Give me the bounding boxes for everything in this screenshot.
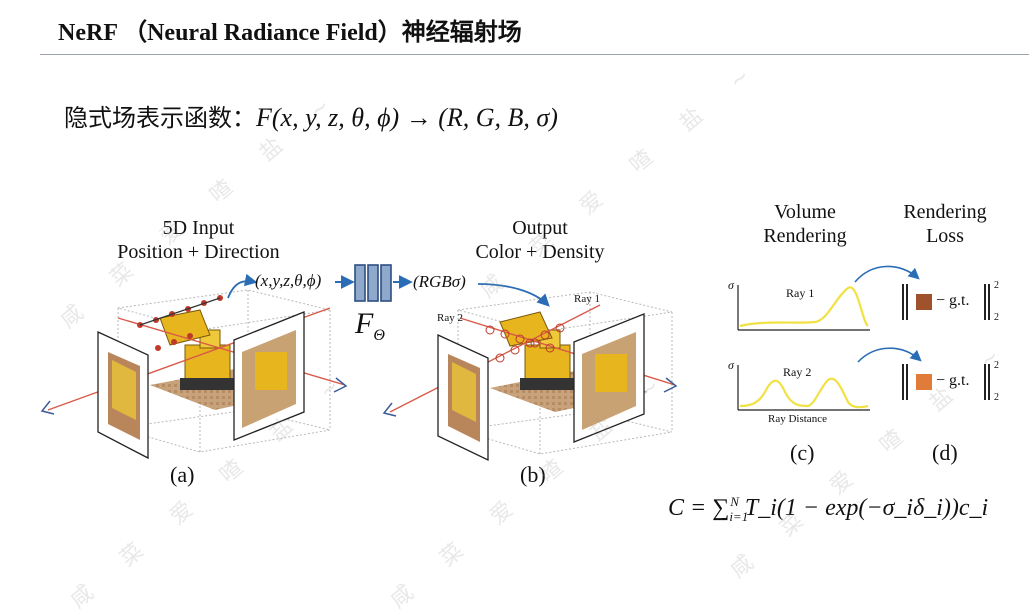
arrowhead-a-right: [333, 377, 348, 393]
ray-sample-circles-b: [485, 323, 565, 363]
image-plane-a-left: [97, 330, 149, 460]
loss1-sub: 2: [994, 312, 999, 323]
loss1-norm-left-a: [902, 284, 904, 320]
formula-math: F(x, y, z, θ, ϕ) → (R, G, B, σ): [256, 103, 558, 132]
loss2-sup: 2: [994, 360, 999, 371]
loss2-norm-left-b: [906, 364, 908, 400]
loss1-norm-right-b: [988, 284, 990, 320]
arrow-to-input: [227, 273, 258, 299]
loss2-norm-right-a: [984, 364, 986, 400]
implicit-formula: 隐式场表示函数：F(x, y, z, θ, ϕ) → (R, G, B, σ): [64, 98, 558, 133]
panel-a-heading: 5D Input Position + Direction: [96, 216, 301, 264]
loss2-pixel-swatch: [916, 374, 932, 390]
title-divider: [40, 54, 1029, 55]
panel-d-heading-line2: Loss: [926, 225, 964, 247]
ray-b-1: [389, 304, 601, 413]
panel-b-heading: Output Color + Density: [455, 216, 625, 264]
loss1-pixel-swatch: [916, 294, 932, 310]
plot1-ray-label: Ray 1: [786, 286, 815, 300]
loss1-gt-label: − g.t.: [936, 292, 970, 309]
network-block: [335, 264, 413, 302]
panel-c-heading-line1: Volume: [774, 201, 836, 223]
network-layer-2: [367, 264, 379, 302]
panel-c-heading: Volume Rendering: [750, 200, 860, 248]
panel-b-scene: [382, 283, 678, 462]
arrow-c-to-d-2: [857, 347, 922, 363]
arrow-c-to-d-1: [854, 265, 920, 283]
plot2-ray-label: Ray 2: [783, 365, 812, 379]
eq-rhs: T_i(1 − exp(−σ_iδ_i))c_i: [744, 495, 989, 521]
panel-b-caption: (b): [520, 462, 546, 487]
plot2-sigma-label: σ: [728, 358, 734, 372]
panel-c-caption: (c): [790, 440, 815, 465]
slide-title: NeRF （Neural Radiance Field）神经辐射场: [58, 20, 522, 46]
panel-b-heading-line1: Output: [512, 217, 568, 239]
plot2-density-curve: [739, 377, 869, 409]
panel-b-ray2-label: Ray 2: [437, 312, 463, 324]
image-plane-b-right: [573, 313, 645, 443]
rendering-equation: C = ∑i=1N T_i(1 − exp(−σ_iδ_i))c_i: [668, 494, 988, 525]
panel-b-ray1-label: Ray 1: [574, 293, 600, 305]
network-label-subscript: Θ: [373, 327, 385, 344]
panel-d-heading-line1: Rendering: [903, 201, 987, 223]
plot1-sigma-label: σ: [728, 278, 734, 292]
formula-prefix: 隐式场表示函数：: [64, 104, 256, 132]
loss2-norm-right-b: [988, 364, 990, 400]
network-label: FΘ: [355, 307, 385, 345]
lego-bulldozer-b: [499, 311, 580, 390]
panel-a-heading-line1: 5D Input: [162, 217, 235, 239]
image-plane-a-right: [233, 311, 305, 441]
panel-a-heading-line2: Position + Direction: [117, 241, 280, 263]
output-tuple-label: (RGBσ): [413, 272, 466, 291]
panel-a-caption: (a): [170, 462, 195, 487]
panel-a-scene: [40, 273, 348, 460]
loss2-gt-label: − g.t.: [936, 372, 970, 389]
arrowhead-b-left: [382, 402, 397, 417]
panel-b-heading-line2: Color + Density: [475, 241, 605, 263]
arrowhead-a-left: [40, 400, 55, 415]
panel-d-heading: Rendering Loss: [885, 200, 1005, 248]
eq-sum-symbol: ∑: [712, 495, 730, 521]
ray-a-2: [117, 317, 346, 386]
nerf-diagram: [40, 264, 922, 462]
eq-sum-upper: N: [730, 494, 739, 509]
panel-d-caption: (d): [932, 440, 958, 465]
network-label-main: F: [355, 307, 374, 340]
arrowhead-b-right: [663, 377, 678, 393]
arrow-from-output: [477, 283, 550, 307]
loss1-norm-right-a: [984, 284, 986, 320]
plot-x-axis-label: Ray Distance: [768, 413, 827, 425]
image-plane-b-left: [437, 333, 489, 462]
lego-bulldozer-a: [159, 309, 240, 390]
eq-lhs: C =: [668, 495, 713, 521]
sample-ticks-a: [139, 297, 221, 326]
loss1-sup: 2: [994, 280, 999, 291]
input-tuple-label: (x,y,z,θ,ϕ): [255, 271, 322, 290]
panel-c-heading-line2: Rendering: [763, 225, 847, 247]
loss2-norm-left-a: [902, 364, 904, 400]
network-layer-1: [354, 264, 366, 302]
panel-c-plots: [737, 265, 922, 411]
network-layer-3: [380, 264, 392, 302]
plot1-density-curve: [739, 286, 869, 328]
loss2-sub: 2: [994, 392, 999, 403]
loss1-norm-left-b: [906, 284, 908, 320]
